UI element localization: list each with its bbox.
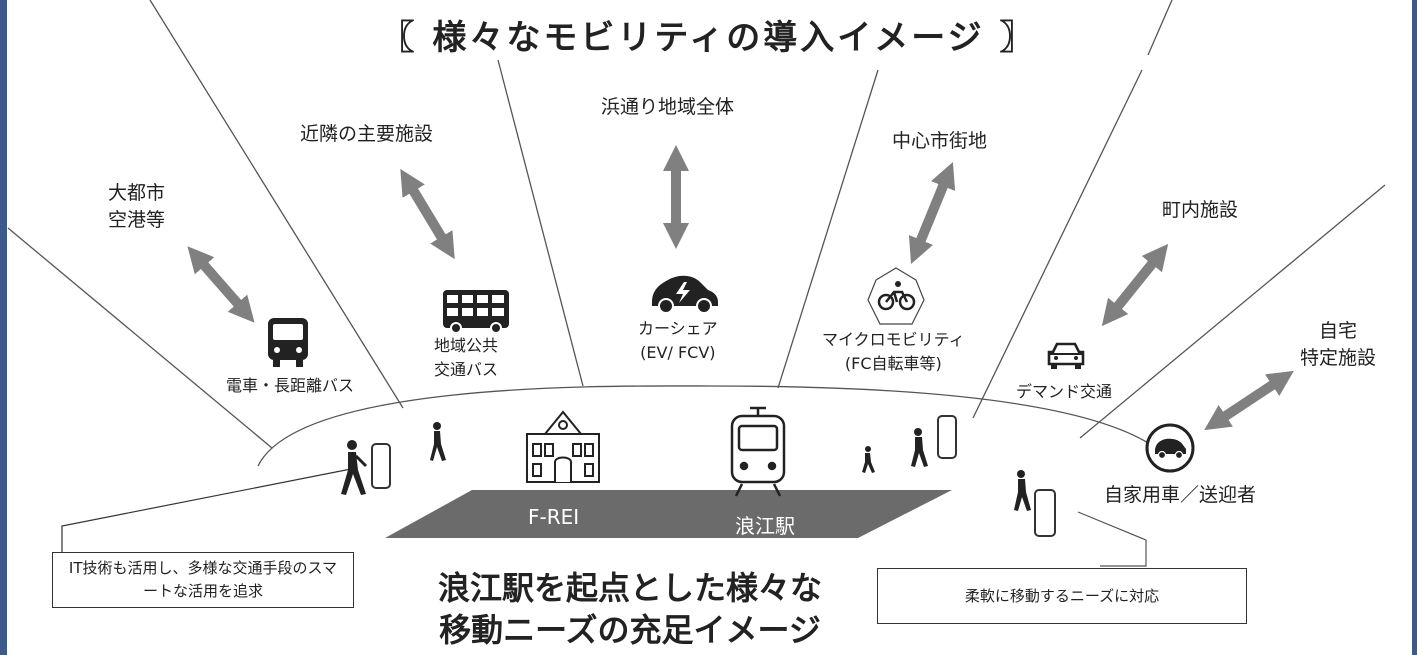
dome-arc bbox=[257, 385, 1171, 467]
arrow-city-center bbox=[908, 161, 956, 265]
hub-floor bbox=[385, 490, 952, 538]
mode-local-bus-line-1: 地域公共 bbox=[434, 336, 499, 355]
dest-city-airport-line-2: 空港等 bbox=[108, 209, 166, 231]
arrow-home bbox=[1204, 370, 1294, 431]
smartphone-icon-3 bbox=[1034, 489, 1056, 537]
mode-micro-line-1: マイクロモビリティ bbox=[822, 330, 965, 349]
divider-line-6 bbox=[1147, 0, 1173, 56]
dest-town-facilities: 町内施設 bbox=[1162, 199, 1239, 221]
arrow-nearby-facilities bbox=[400, 168, 455, 260]
headline-line-2: 移動ニーズの充足イメージ bbox=[439, 611, 821, 649]
mode-car-share-label: カーシェア (EV/ FCV) bbox=[638, 317, 718, 365]
divider-line-4 bbox=[777, 69, 879, 389]
frame-left-border bbox=[0, 0, 7, 655]
dest-city-airport-line-1: 大都市 bbox=[108, 182, 166, 204]
train-icon bbox=[730, 406, 786, 497]
dest-home-line-1: 自宅 bbox=[1319, 320, 1358, 342]
dest-city-center: 中心市街地 bbox=[892, 130, 988, 152]
smartphone-icon-1 bbox=[371, 443, 391, 489]
divider-line-5 bbox=[972, 69, 1143, 419]
note-right-box: 柔軟に移動するニーズに対応 bbox=[877, 568, 1247, 624]
mode-car-share-line-1: カーシェア bbox=[638, 319, 718, 338]
connection-arrows bbox=[187, 145, 1294, 431]
mode-local-bus-line-2: 交通バス bbox=[434, 360, 499, 379]
headline-line-1: 浪江駅を起点とした様々な bbox=[437, 569, 822, 607]
bus-icon bbox=[268, 318, 308, 367]
electric-car-icon bbox=[652, 275, 718, 314]
arrow-city-airport bbox=[187, 246, 255, 323]
mode-private-car-label: 自家用車／送迎者 bbox=[1104, 484, 1257, 506]
page-title: 〖 様々なモビリティの導入イメージ 〗 bbox=[380, 18, 1037, 58]
dest-nearby-facilities: 近隣の主要施設 bbox=[300, 123, 434, 145]
note-left-pointer bbox=[61, 467, 357, 552]
car-icon bbox=[1047, 342, 1085, 369]
mode-train-bus-label: 電車・長距離バス bbox=[226, 376, 355, 395]
divider-line-2 bbox=[149, 0, 404, 409]
dest-home-line-2: 特定施設 bbox=[1300, 347, 1377, 369]
walking-person-icon-3 bbox=[862, 446, 875, 473]
school-building-icon bbox=[526, 410, 600, 483]
headline: 浪江駅を起点とした様々な 移動ニーズの充足イメージ bbox=[370, 567, 890, 651]
radial-divider-lines bbox=[7, 0, 1386, 449]
walking-person-icon-2 bbox=[430, 422, 446, 461]
divider-line-7 bbox=[1079, 184, 1386, 439]
walking-person-icon-4 bbox=[911, 428, 928, 467]
mode-demand-label: デマンド交通 bbox=[1016, 382, 1113, 401]
dest-home: 自宅 特定施設 bbox=[1300, 318, 1376, 372]
dest-hamadori: 浜通り地域全体 bbox=[601, 96, 735, 118]
double-decker-bus-icon bbox=[443, 290, 509, 334]
bicycle-icon bbox=[867, 267, 925, 325]
car-circle-icon bbox=[1145, 423, 1195, 473]
walking-person-icon-1 bbox=[341, 440, 368, 495]
divider-line-1 bbox=[7, 227, 273, 449]
dest-city-airport: 大都市 空港等 bbox=[108, 180, 165, 234]
hub-station-label: 浪江駅 bbox=[735, 514, 795, 538]
mode-local-bus-label: 地域公共 交通バス bbox=[434, 334, 498, 382]
mode-car-share-line-2: (EV/ FCV) bbox=[640, 343, 716, 362]
walking-person-icon-5 bbox=[1014, 470, 1031, 511]
note-right-pointer bbox=[1077, 511, 1147, 567]
note-left-box: IT技術も活用し、多様な交通手段のスマートな活用を追求 bbox=[52, 552, 354, 608]
frame-right-border bbox=[1412, 0, 1417, 655]
note-right-text: 柔軟に移動するニーズに対応 bbox=[964, 586, 1160, 605]
mode-micro-label: マイクロモビリティ (FC自転車等) bbox=[822, 328, 965, 376]
mode-micro-line-2: (FC自転車等) bbox=[844, 354, 942, 373]
hub-building-label: F-REI bbox=[528, 505, 580, 529]
smartphone-icon-2 bbox=[937, 415, 957, 459]
divider-line-3 bbox=[497, 59, 584, 387]
note-left-text: IT技術も活用し、多様な交通手段のスマートな活用を追求 bbox=[68, 559, 338, 600]
arrow-town-facilities bbox=[1101, 243, 1169, 327]
